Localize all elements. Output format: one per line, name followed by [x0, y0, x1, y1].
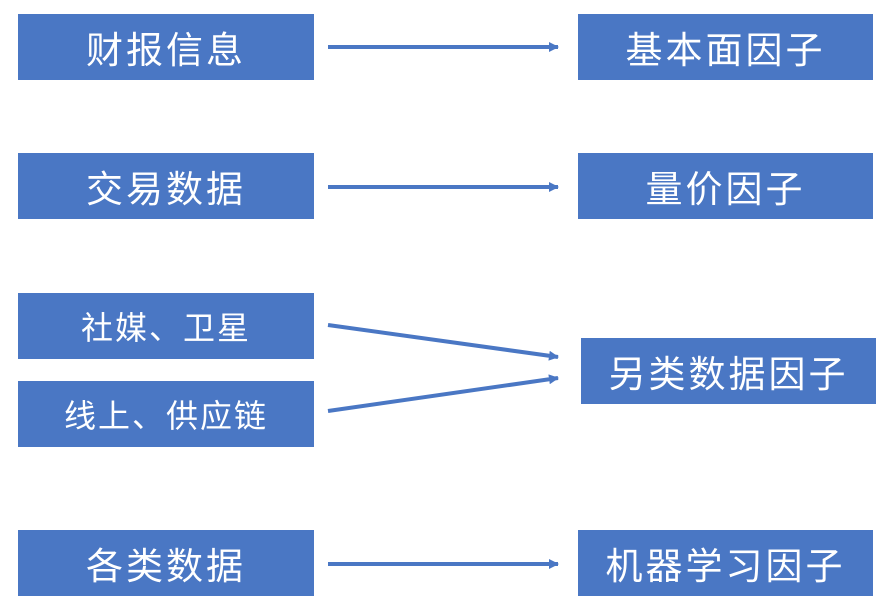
source-box-various: 各类数据: [18, 530, 314, 596]
factor-box-ml: 机器学习因子: [578, 530, 873, 596]
source-label-various: 各类数据: [86, 545, 246, 588]
factor-label-alternative: 另类数据因子: [608, 353, 849, 396]
factor-box-alternative: 另类数据因子: [581, 338, 876, 404]
source-box-trading: 交易数据: [18, 153, 314, 219]
source-label-financial: 财报信息: [86, 29, 246, 72]
source-box-online: 线上、供应链: [18, 381, 314, 447]
source-label-trading: 交易数据: [86, 168, 246, 211]
factor-label-ml: 机器学习因子: [605, 545, 846, 588]
source-box-financial: 财报信息: [18, 14, 314, 80]
source-label-social: 社媒、卫星: [80, 309, 251, 347]
source-box-social: 社媒、卫星: [18, 293, 314, 359]
arrow-social-to-alternative: [327, 323, 559, 361]
factor-box-price-volume: 量价因子: [578, 153, 873, 219]
source-label-online: 线上、供应链: [63, 397, 268, 435]
factor-label-price-volume: 量价因子: [645, 168, 806, 211]
arrow-online-to-alternative: [327, 374, 559, 413]
factor-box-fundamental: 基本面因子: [578, 14, 873, 80]
factor-label-fundamental: 基本面因子: [625, 29, 826, 72]
